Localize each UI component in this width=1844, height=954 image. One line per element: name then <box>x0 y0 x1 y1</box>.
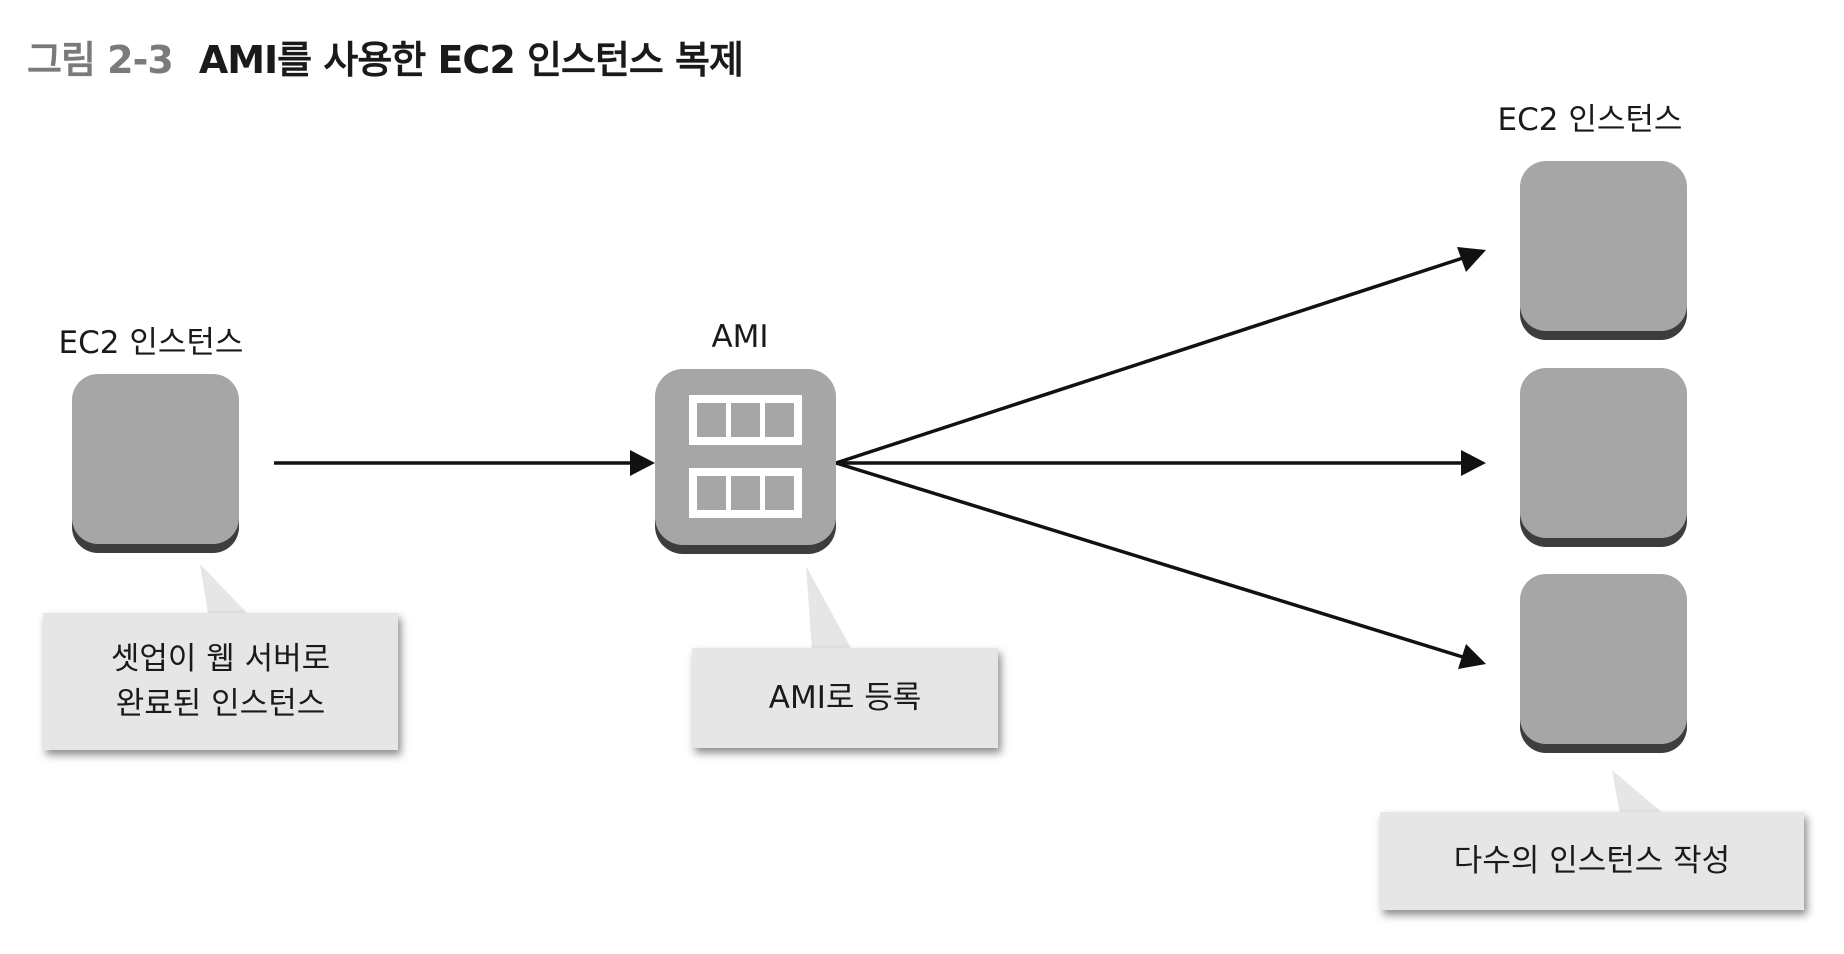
ami-callout-text: AMI로 등록 <box>768 679 922 716</box>
ami-callout-tail <box>806 566 852 650</box>
source-instance-label: EC2 인스턴스 <box>58 325 244 361</box>
target-instances-label: EC2 인스턴스 <box>1497 102 1683 138</box>
target-instance-box <box>1520 368 1687 538</box>
targets-callout-text: 다수의 인스턴스 작성 <box>1453 842 1731 879</box>
ami-cell <box>697 476 726 510</box>
ami-cell <box>765 403 794 437</box>
ami-cell <box>731 476 760 510</box>
targets-callout: 다수의 인스턴스 작성 <box>1380 812 1804 910</box>
arrow-source-to-ami <box>274 450 655 476</box>
figure-number: 그림 2-3 <box>27 37 174 82</box>
ami-cell <box>731 403 760 437</box>
figure-caption: 그림 2-3 AMI를 사용한 EC2 인스턴스 복제 <box>27 26 744 86</box>
arrow-ami-to-target-1 <box>835 247 1486 465</box>
arrow-ami-to-target-2 <box>836 450 1486 476</box>
source-callout-tail <box>200 564 248 614</box>
ami-label: AMI <box>711 319 769 355</box>
source-callout: 셋업이 웹 서버로 완료된 인스턴스 <box>43 613 398 750</box>
ami-row-bottom <box>689 468 802 518</box>
target-instance-box <box>1520 574 1687 744</box>
figure-title: AMI를 사용한 EC2 인스턴스 복제 <box>198 37 744 82</box>
ami-callout: AMI로 등록 <box>692 648 998 748</box>
arrow-ami-to-target-3 <box>835 461 1486 669</box>
ami-row-top <box>689 395 802 445</box>
source-instance-box <box>72 374 239 544</box>
ami-cell <box>697 403 726 437</box>
targets-callout-tail <box>1612 770 1664 814</box>
source-callout-text: 셋업이 웹 서버로 완료된 인스턴스 <box>110 640 331 722</box>
ami-cell <box>765 476 794 510</box>
target-instance-box <box>1520 161 1687 331</box>
ami-icon <box>655 369 836 545</box>
